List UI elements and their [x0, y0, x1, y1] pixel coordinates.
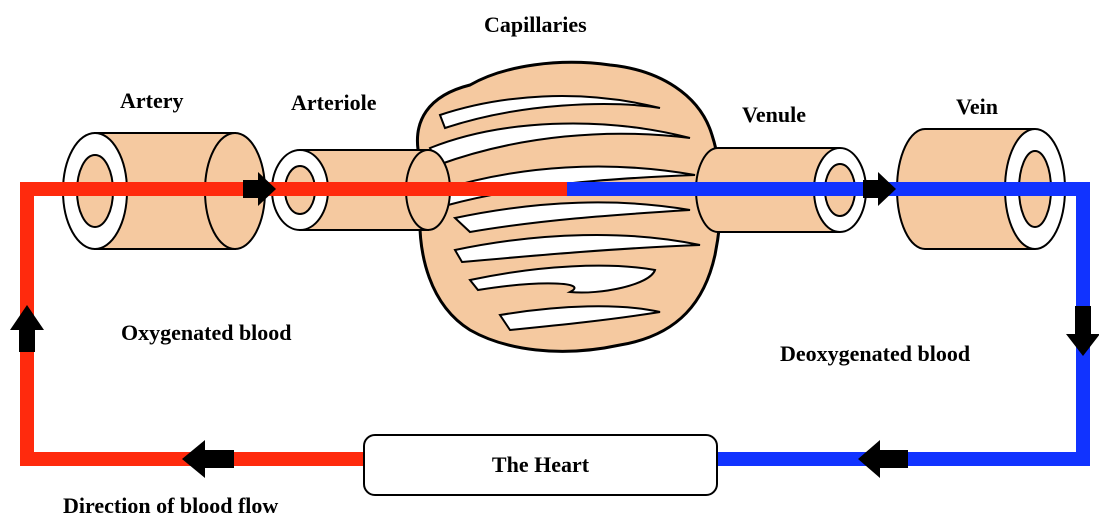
deoxygenated-blood-label: Deoxygenated blood [780, 341, 970, 367]
direction-of-flow-caption: Direction of blood flow [63, 493, 278, 519]
heart-label: The Heart [492, 452, 589, 478]
oxygenated-blood-label: Oxygenated blood [121, 320, 292, 346]
flow-arrow-right-2 [863, 172, 896, 206]
venule-label: Venule [742, 102, 806, 128]
heart-box: The Heart [363, 434, 718, 496]
capillaries-label: Capillaries [484, 12, 587, 38]
flow-arrow-down [1066, 306, 1099, 356]
flow-arrow-up [10, 305, 44, 352]
vein-label: Vein [956, 94, 998, 120]
flow-arrow-left-2 [182, 440, 234, 478]
artery-label: Artery [120, 88, 184, 114]
arteriole-label: Arteriole [291, 90, 377, 116]
flow-arrow-left-1 [858, 440, 908, 478]
capillary-bed [417, 62, 721, 351]
